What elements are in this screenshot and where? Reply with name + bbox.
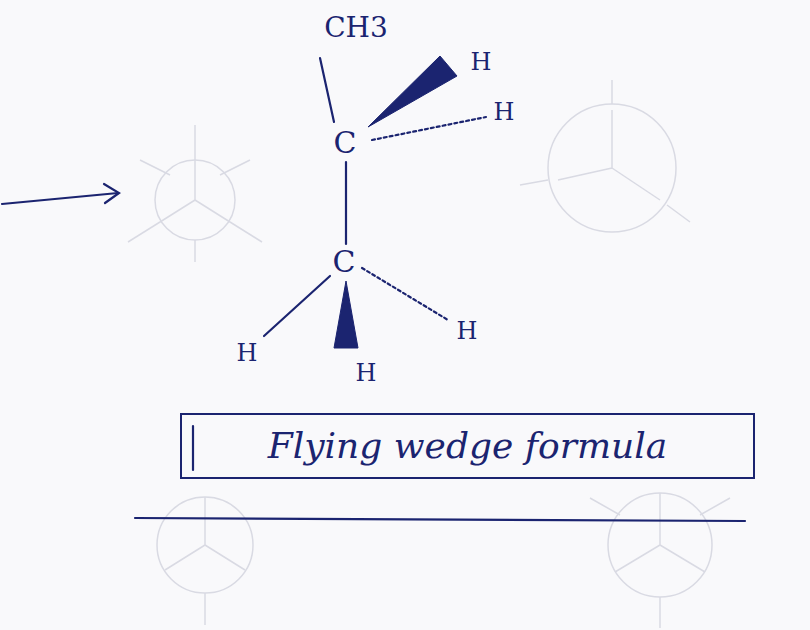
dashed-bond [372,117,486,140]
atom-symbol: H [237,341,258,365]
atom-symbol: H [356,361,377,385]
dashed-bond [362,268,448,320]
bond-line [345,162,347,244]
bar-mark [192,426,194,470]
atom-symbol: C [334,128,357,158]
bond-line [320,58,334,122]
bleed-through [128,80,730,628]
wedge-bond [334,281,358,348]
arrow-head [104,184,119,203]
group-formula: CH3 [324,14,388,42]
bond-line [264,276,330,336]
wedge-bond [368,56,457,127]
atom-symbol: H [457,319,478,343]
arrow-line [2,193,118,204]
atom-symbol: H [494,100,515,124]
atom-symbol: C [333,247,356,277]
underline [135,518,745,521]
atom-symbol: H [471,50,492,74]
title-box: Flying wedge formula [180,413,755,479]
box-text: Flying wedge formula [268,426,667,466]
